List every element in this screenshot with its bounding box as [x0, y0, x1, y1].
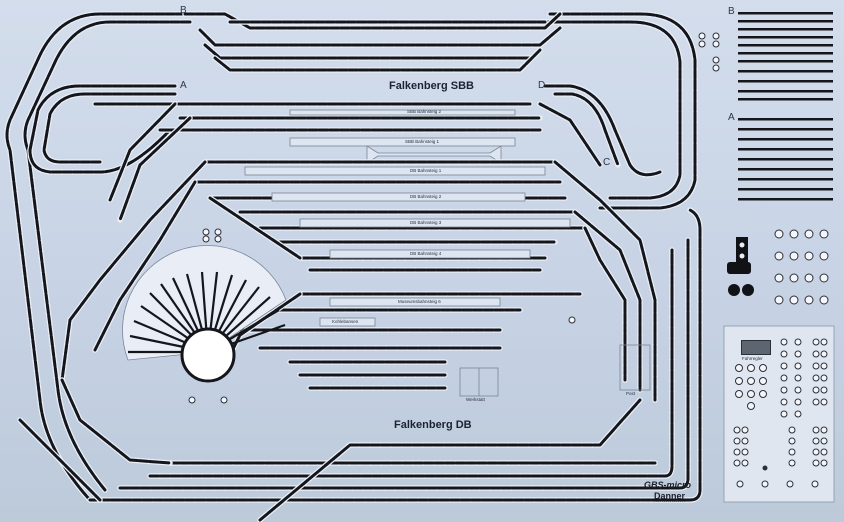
bottom-loop-tracks [17, 207, 703, 522]
db-platform-4 [329, 249, 531, 259]
post-building [619, 344, 651, 391]
route-buttons-top [738, 12, 833, 201]
outer-loops [4, 11, 698, 503]
museum-platform [329, 297, 501, 307]
connector-a-left: A [180, 80, 187, 91]
label-db-1: DB Bahnsteig 1 [410, 168, 442, 173]
connector-d: D [538, 80, 546, 91]
lower-yard-tracks [227, 291, 651, 397]
connector-b-left: B [180, 5, 187, 16]
brand-line-1: GBS-micro [644, 480, 692, 490]
label-werkstatt: Werkstatt [466, 397, 485, 402]
control-console [723, 325, 835, 503]
control-buttons-grid [202, 32, 829, 324]
speed-display [741, 340, 771, 355]
signal-icon [727, 237, 754, 296]
db-platform-2 [271, 192, 526, 202]
label-sbb-1: SBB Bahnsteig 1 [405, 139, 440, 144]
connector-a-right: A [728, 112, 735, 123]
kohle-bunker [319, 317, 376, 327]
db-platform-3 [299, 218, 571, 228]
sbb-platform-1 [289, 137, 516, 147]
label-museum: Museumsbahnsteig 6 [398, 299, 441, 304]
top-staging-tracks [182, 11, 563, 73]
brand-line-2: Danner [654, 491, 686, 502]
label-db-3: DB Bahnsteig 3 [410, 220, 442, 225]
label-post: Post [626, 391, 636, 396]
station-title-sbb: Falkenberg SBB [389, 80, 474, 92]
label-db-4: DB Bahnsteig 4 [410, 251, 442, 256]
label-kohle: Kohlebansen [332, 319, 359, 324]
label-sbb-2: SBB Bahnsteig 2 [407, 109, 442, 114]
connector-b-right: B [728, 6, 735, 17]
sbb-platform-2 [289, 109, 516, 116]
db-station-tracks [59, 159, 658, 403]
sbb-station-tracks [92, 101, 603, 223]
db-platform-1 [244, 166, 546, 176]
station-title-db: Falkenberg DB [394, 419, 472, 431]
turntable-icon [122, 245, 287, 404]
label-db-2: DB Bahnsteig 2 [410, 194, 442, 199]
connector-c: C [603, 157, 611, 168]
label-fahrregler: Fahrregler [742, 356, 763, 361]
